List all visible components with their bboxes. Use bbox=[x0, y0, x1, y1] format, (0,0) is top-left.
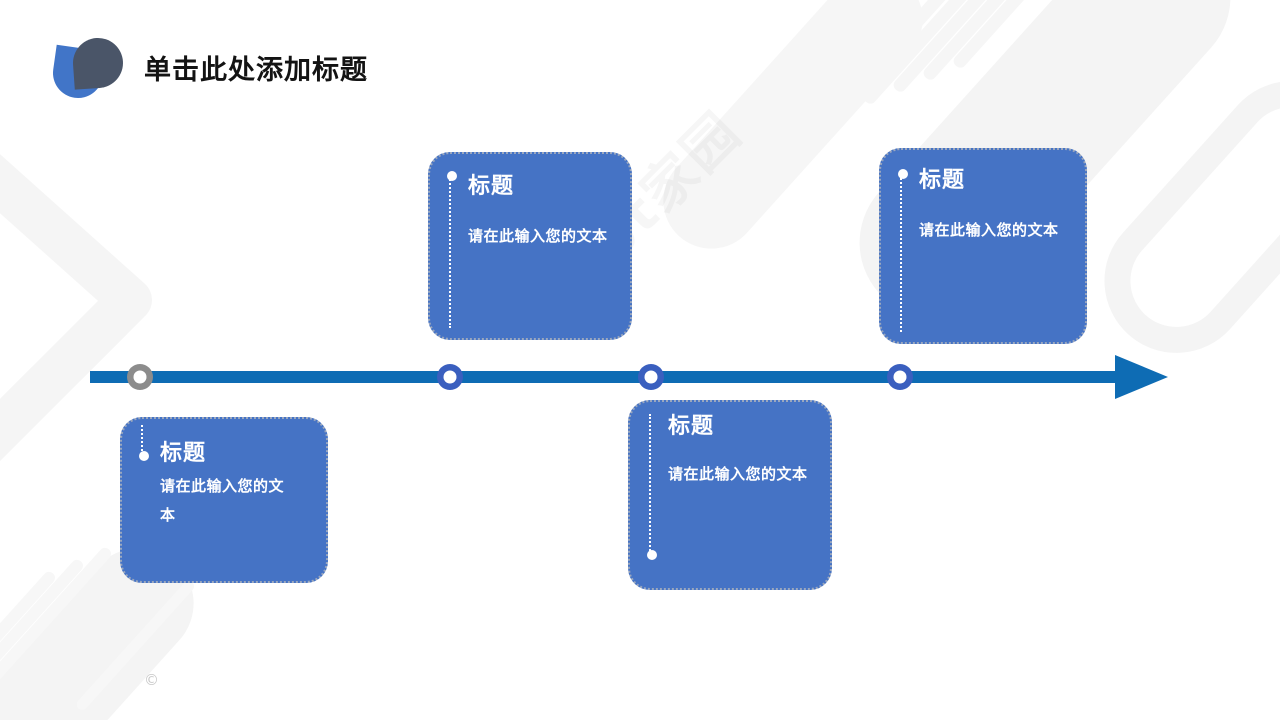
card-rail-dot bbox=[898, 169, 908, 179]
deco-bent-ribbon-left bbox=[0, 154, 152, 462]
timeline-node-2[interactable] bbox=[437, 364, 463, 390]
card-rail-dot bbox=[447, 171, 457, 181]
card-body: 请在此输入您的文本 bbox=[668, 465, 808, 483]
card-rail bbox=[447, 171, 457, 328]
timeline-card[interactable]: 标题 请在此输入您的文本 bbox=[628, 400, 832, 590]
card-body: 请在此输入您的文本 bbox=[919, 221, 1059, 239]
timeline-card[interactable]: 标题 请在此输入您的文本 bbox=[879, 148, 1087, 344]
card-title: 标题 bbox=[468, 174, 515, 199]
card-title: 标题 bbox=[668, 414, 715, 439]
deco-capsule-outline-topright bbox=[1104, 81, 1280, 353]
timeline-node-3[interactable] bbox=[638, 364, 664, 390]
card-rail bbox=[898, 169, 908, 332]
logo-mark bbox=[48, 32, 130, 102]
timeline-card[interactable]: 标题 请在此输入您的文本 bbox=[120, 417, 328, 583]
timeline-arrow-line bbox=[90, 355, 1168, 399]
card-rail-dot bbox=[139, 451, 149, 461]
card-title: 标题 bbox=[919, 168, 966, 193]
slide-header: 单击此处添加标题 bbox=[48, 32, 368, 102]
copyright-mark: © bbox=[144, 671, 159, 689]
card-body: 请在此输入您的文本 bbox=[468, 227, 608, 245]
deco-stripes-topright bbox=[833, 0, 1160, 114]
timeline-node-1[interactable] bbox=[127, 364, 153, 390]
card-rail bbox=[139, 425, 149, 461]
timeline-node-4[interactable] bbox=[887, 364, 913, 390]
card-rail-dot bbox=[647, 550, 657, 560]
card-rail bbox=[647, 414, 657, 560]
leaf-dark-icon bbox=[71, 36, 125, 90]
card-body: 请在此输入您的文本 bbox=[160, 477, 285, 525]
card-title: 标题 bbox=[160, 441, 207, 466]
timeline-card[interactable]: 标题 请在此输入您的文本 bbox=[428, 152, 632, 340]
page-title[interactable]: 单击此处添加标题 bbox=[144, 54, 368, 86]
